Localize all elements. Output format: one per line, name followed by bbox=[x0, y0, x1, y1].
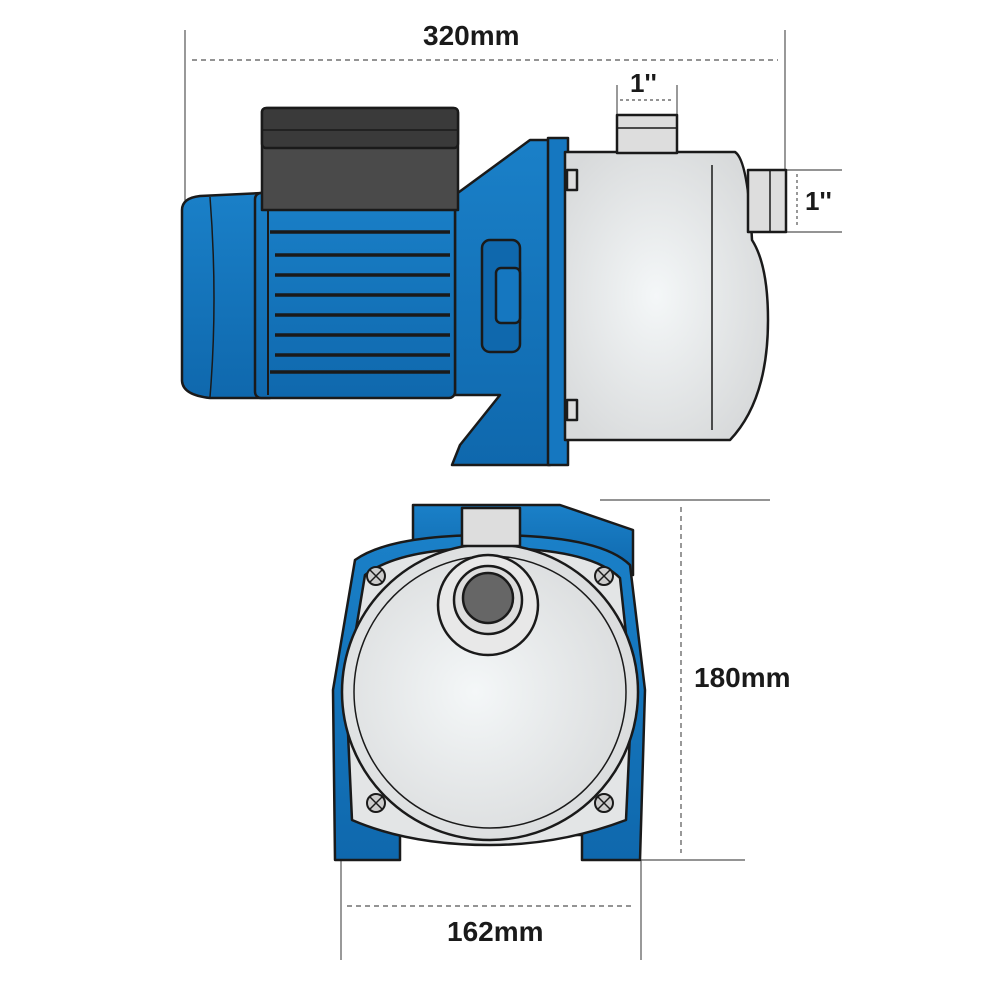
height-dimension: 180mm bbox=[694, 662, 791, 693]
length-dimension: 320mm bbox=[423, 20, 520, 51]
side-inlet-dimension: 1'' bbox=[805, 186, 832, 216]
width-dimension: 162mm bbox=[447, 916, 544, 947]
pump-side-view bbox=[180, 106, 788, 467]
top-outlet bbox=[615, 113, 679, 155]
pump-front-view bbox=[331, 503, 647, 862]
side-inlet bbox=[746, 168, 788, 234]
outlet-port bbox=[461, 571, 515, 625]
pump-housing bbox=[563, 150, 770, 442]
dimension-lines bbox=[184, 30, 842, 960]
top-outlet-dimension: 1'' bbox=[630, 68, 657, 98]
